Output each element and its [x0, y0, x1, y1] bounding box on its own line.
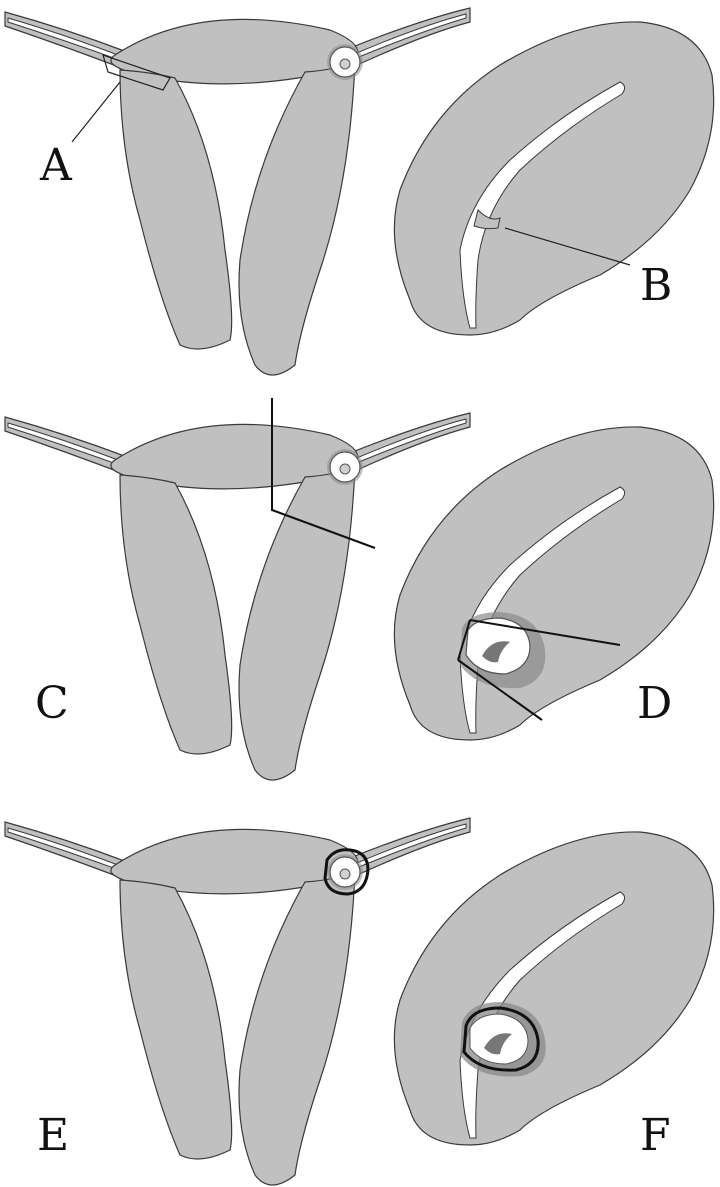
panel-e-lesion: [323, 848, 370, 896]
panel-f-lesion: [460, 1002, 546, 1077]
label-d: D: [637, 678, 672, 729]
label-b: B: [640, 260, 672, 311]
label-e: E: [37, 1110, 69, 1161]
label-c: C: [35, 678, 69, 729]
label-f: F: [640, 1110, 671, 1161]
panel-c-incision: [271, 398, 376, 549]
panel-a-instrument: [71, 54, 171, 143]
panel-d-lesion: [457, 612, 621, 721]
label-a: A: [39, 140, 73, 191]
